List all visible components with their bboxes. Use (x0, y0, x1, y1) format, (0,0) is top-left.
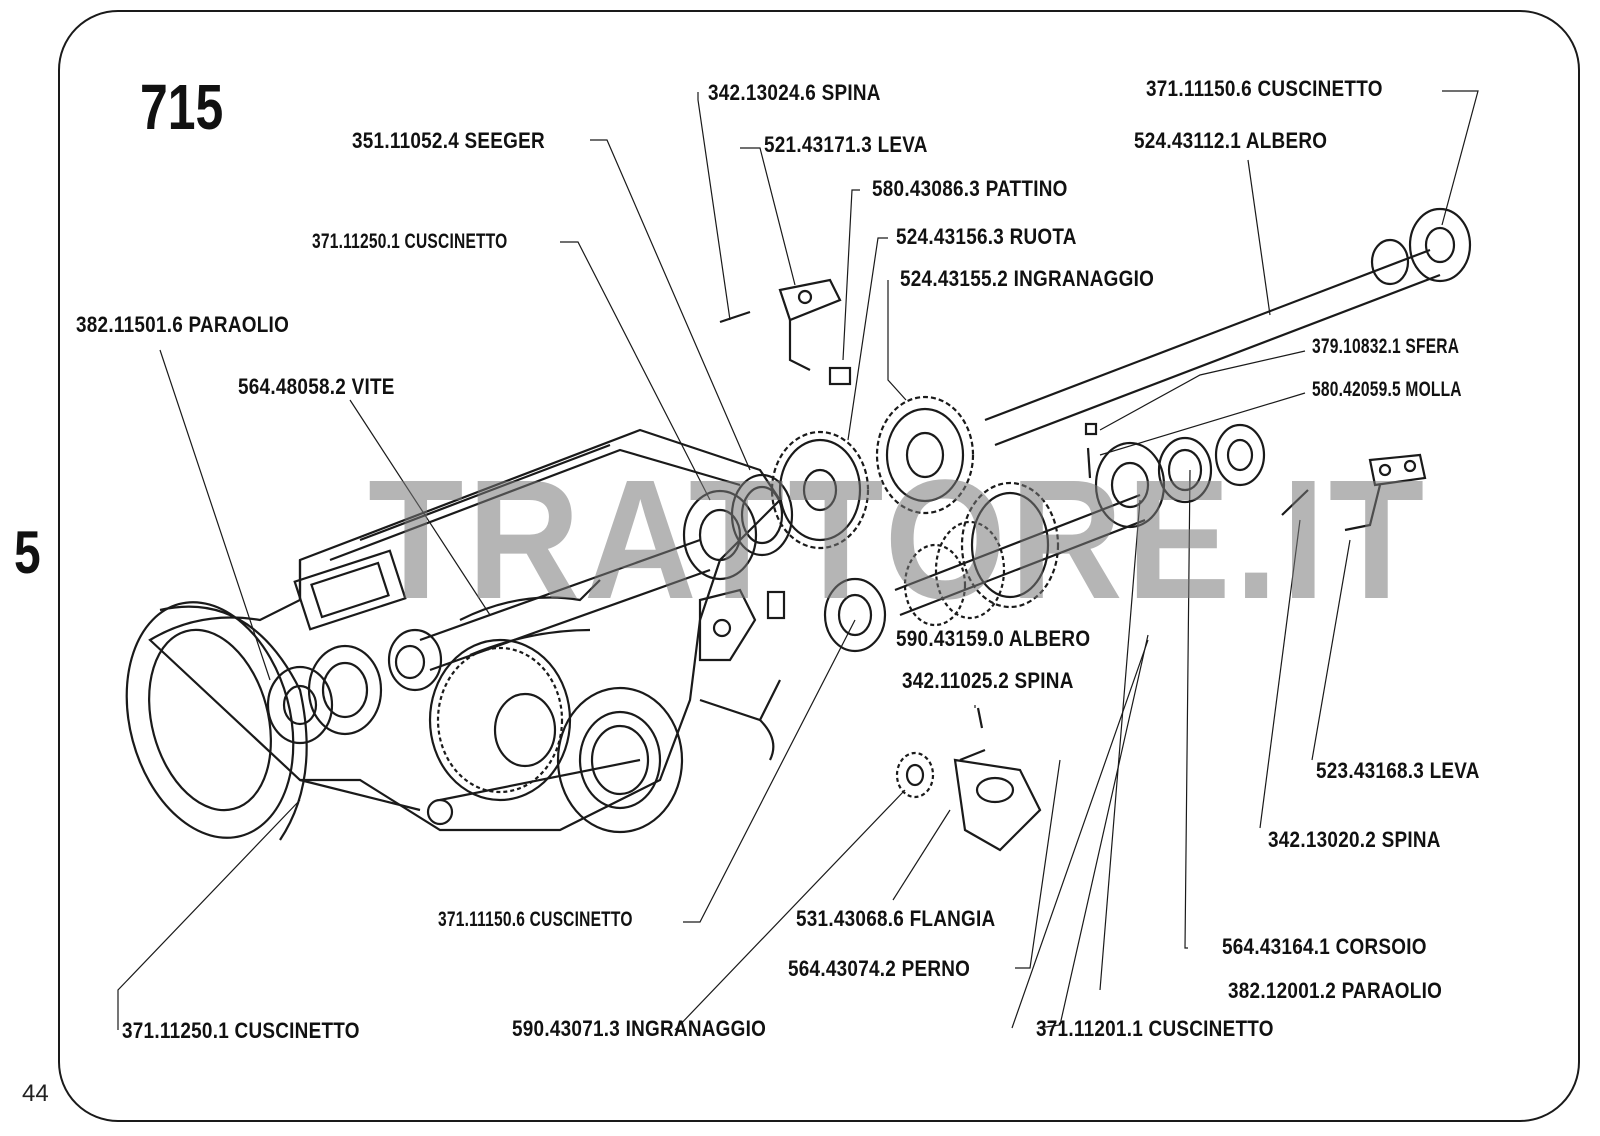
ruota-gear (770, 395, 975, 550)
label-cuscinetto-371-11250-1-mid: 371.11250.1 CUSCINETTO (312, 230, 508, 253)
label-spina-342-13024-6: 342.13024.6 SPINA (708, 80, 881, 105)
label-ingranaggio-524-43155-2: 524.43155.2 INGRANAGGIO (900, 266, 1155, 291)
gasket (698, 588, 786, 662)
label-cuscinetto-371-11150-6-bottom: 371.11150.6 CUSCINETTO (438, 908, 633, 931)
page-number: 44 (22, 1080, 49, 1107)
section-number: 5 (14, 519, 41, 586)
label-pattino-580-43086-3: 580.43086.3 PATTINO (872, 176, 1068, 201)
crown-gear (428, 638, 572, 802)
label-paraolio-382-12001-2: 382.12001.2 PARAOLIO (1228, 978, 1443, 1003)
label-leva-523-43168-3: 523.43168.3 LEVA (1316, 758, 1480, 783)
label-spina-342-11025-2: 342.11025.2 SPINA (902, 668, 1074, 693)
left-bearings (266, 628, 443, 745)
label-spina-342-13020-2: 342.13020.2 SPINA (1268, 827, 1441, 852)
label-cuscinetto-371-11250-1-bottom: 371.11250.1 CUSCINETTO (122, 1018, 360, 1043)
label-leva-521-43171-3: 521.43171.3 LEVA (764, 132, 928, 157)
label-paraolio-382-11501-6: 382.11501.6 PARAOLIO (76, 312, 290, 337)
label-flangia-531-43068-6: 531.43068.6 FLANGIA (796, 906, 996, 931)
label-seeger-351-11052-4: 351.11052.4 SEEGER (352, 128, 545, 153)
label-sfera-379-10832-1: 379.10832.1 SFERA (1312, 335, 1460, 358)
upper-lever (719, 278, 852, 386)
countershaft-gears (894, 481, 1146, 627)
small-gear-flange (895, 422, 1098, 852)
leader-lines (117, 90, 1479, 1031)
figure-number: 715 (140, 71, 224, 143)
label-perno-564-43074-2: 564.43074.2 PERNO (788, 956, 971, 981)
main-shaft (984, 207, 1472, 447)
differential-bearing (556, 686, 684, 834)
watermark: TRATTORE.IT (368, 445, 1428, 635)
label-corsoio-564-43164-1: 564.43164.1 CORSOIO (1222, 934, 1427, 959)
worm-shaft (419, 538, 711, 672)
label-vite-564-48058-2: 564.48058.2 VITE (238, 374, 395, 399)
label-albero-524-43112-1: 524.43112.1 ALBERO (1134, 128, 1328, 153)
right-bearings (1094, 423, 1266, 529)
page-border-frame (58, 10, 1580, 1122)
right-lever (1281, 453, 1427, 532)
label-ruota-524-43156-3: 524.43156.3 RUOTA (896, 224, 1077, 249)
label-ingranaggio-590-43071-3: 590.43071.3 INGRANAGGIO (512, 1016, 767, 1041)
shaft-bearings-mid (682, 473, 887, 653)
label-molla-580-42059-5: 580.42059.5 MOLLA (1312, 378, 1462, 401)
label-cuscinetto-371-11201-1: 371.11201.1 CUSCINETTO (1036, 1016, 1274, 1041)
label-albero-590-43159-0: 590.43159.0 ALBERO (896, 626, 1091, 651)
label-cuscinetto-371-11150-6-top: 371.11150.6 CUSCINETTO (1146, 76, 1383, 101)
